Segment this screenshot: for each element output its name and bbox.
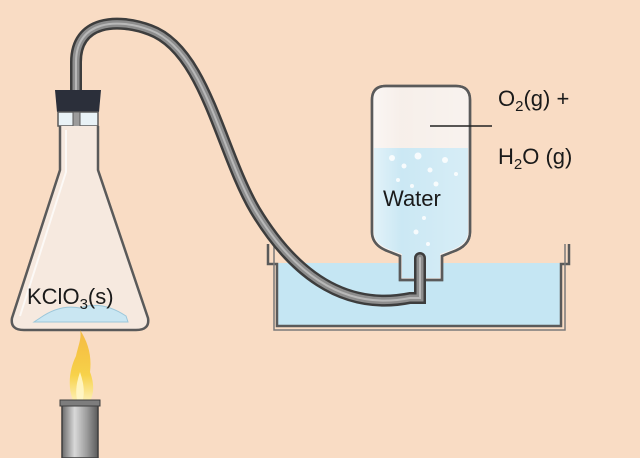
trough-rim xyxy=(273,244,566,331)
flame-icon xyxy=(69,330,94,412)
bottle-glass xyxy=(370,84,472,282)
gas-label-line2: H2O (g) xyxy=(498,144,573,173)
bottle-contents-label: Water xyxy=(383,186,441,211)
collection-bottle-icon xyxy=(370,84,472,282)
flask-contents-label: KClO3(s) xyxy=(27,284,114,313)
gas-label-line1: O2(g) + xyxy=(498,86,570,115)
bunsen-burner-icon xyxy=(59,399,101,458)
delivery-tube-icon xyxy=(70,17,426,307)
trough-outline xyxy=(266,244,571,328)
potassium-chlorate-solid xyxy=(32,304,129,323)
erlenmeyer-flask-icon xyxy=(10,126,150,332)
gas-bubbles-icon xyxy=(389,152,458,260)
